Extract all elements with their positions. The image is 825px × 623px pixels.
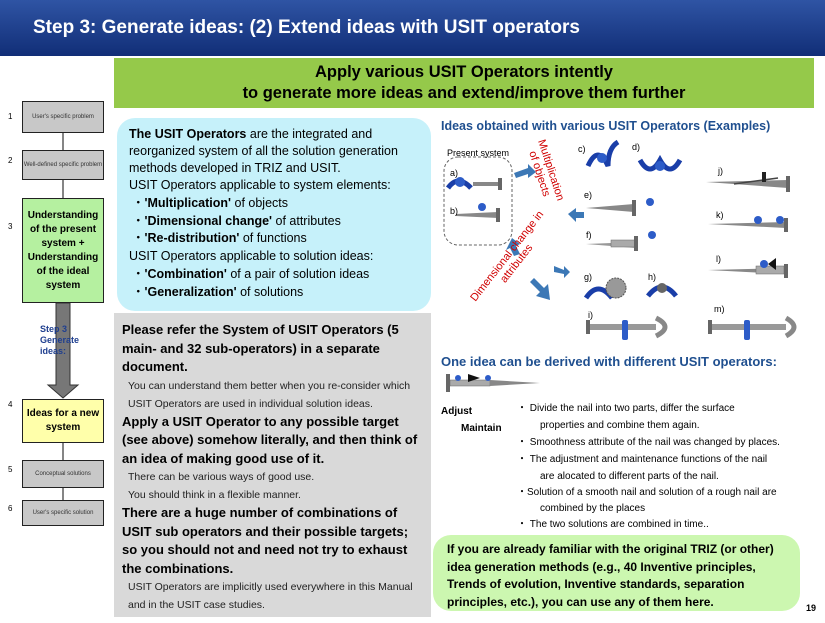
reference-s2a: There can be various ways of good use.: [128, 471, 315, 483]
banner: Apply various USIT Operators intently to…: [114, 58, 814, 108]
flow-step-2: Well-defined specific problem: [22, 150, 104, 180]
reference-p1: Please refer the System of USIT Operator…: [122, 322, 399, 374]
flow-step-3: Understanding of the present system + Un…: [22, 198, 104, 303]
label-j: j): [717, 166, 723, 176]
label-d: d): [632, 142, 640, 152]
bullet-line: properties and combine them again.: [540, 420, 700, 431]
operators-intro-rest: are the integrated and reorganized syste…: [129, 127, 398, 175]
bullet-line: combined by the places: [540, 503, 646, 514]
element-item: ・'Multiplication' of objects: [132, 195, 288, 210]
one-idea-title: One idea can be derived with different U…: [441, 354, 777, 369]
flow-num-4: 4: [8, 400, 13, 409]
present-system-label: Present system: [447, 148, 510, 158]
label-g: g): [584, 272, 592, 282]
flow-step-6: User's specific solution: [22, 500, 104, 526]
triz-note-box: If you are already familiar with the ori…: [433, 535, 800, 611]
bullet-line: ・ Divide the nail into two parts, differ…: [517, 403, 735, 414]
label-f: f): [586, 230, 592, 240]
flow-num-3: 3: [8, 222, 13, 231]
reference-s2b: You should think in a flexible manner.: [128, 489, 301, 501]
label-e: e): [584, 190, 592, 200]
banner-line-1: Apply various USIT Operators intently: [315, 63, 613, 81]
banner-line-2: to generate more ideas and extend/improv…: [242, 84, 686, 102]
flow-step-5: Conceptual solutions: [22, 460, 104, 488]
combined-nail-illustration: [446, 374, 540, 392]
reference-s1: You can understand them better when you …: [128, 379, 411, 410]
reference-box: Please refer the System of USIT Operator…: [114, 313, 431, 617]
reference-s3: USIT Operators are implicitly used every…: [128, 581, 413, 611]
bullet-line: ・ The adjustment and maintenance functio…: [517, 454, 768, 465]
label-h: h): [648, 272, 656, 282]
element-item: ・'Re-distribution' of functions: [132, 231, 307, 246]
page-number: 19: [806, 603, 817, 613]
flow-step-1: User's specific problem: [22, 101, 104, 133]
reference-p3: There are a huge number of combinations …: [122, 505, 409, 576]
solution-item: ・'Combination' of a pair of solution ide…: [132, 266, 370, 281]
bullet-line: ・Solution of a smooth nail and solution …: [517, 487, 777, 498]
ideas-diagram: a) b) c) d) e) f) g) h) i) j) k) l) m): [443, 139, 797, 340]
step3-label: Step 3 Generate ideas:: [40, 324, 80, 356]
flow-step-4: Ideas for a new system: [22, 399, 104, 443]
flow-num-5: 5: [8, 465, 13, 474]
flow-num-1: 1: [8, 112, 13, 121]
label-a: a): [450, 168, 458, 178]
bullet-line: ・ Smoothness attribute of the nail was c…: [517, 437, 780, 448]
operators-intro-bold: The USIT Operators: [129, 127, 247, 141]
bullet-line: ・ The two solutions are combined in time…: [517, 519, 709, 530]
reference-p2: Apply a USIT Operator to any possible ta…: [122, 413, 418, 466]
adjust-label: Adjust: [441, 406, 473, 417]
element-item: ・'Dimensional change' of attributes: [132, 213, 341, 228]
label-i: i): [588, 310, 593, 320]
flow-num-2: 2: [8, 156, 13, 165]
usit-operators-box: The USIT Operators are the integrated an…: [117, 118, 431, 311]
triz-note-text: If you are already familiar with the ori…: [447, 542, 774, 609]
elements-heading: USIT Operators applicable to system elem…: [129, 178, 391, 192]
maintain-label: Maintain: [461, 423, 502, 434]
label-b: b): [450, 206, 458, 216]
ideas-title: Ideas obtained with various USIT Operato…: [441, 119, 771, 133]
label-l: l): [716, 254, 721, 264]
bullet-line: are alocated to different parts of the n…: [540, 471, 719, 482]
solution-item: ・'Generalization' of solutions: [132, 284, 304, 299]
page-title: Step 3: Generate ideas: (2) Extend ideas…: [33, 17, 580, 38]
flow-num-6: 6: [8, 504, 13, 513]
solutions-heading: USIT Operators applicable to solution id…: [129, 249, 374, 264]
title-bar: Step 3: Generate ideas: (2) Extend ideas…: [0, 0, 825, 56]
label-c: c): [578, 144, 586, 154]
label-k: k): [716, 210, 724, 220]
flow-arrows: [46, 133, 80, 500]
label-m: m): [714, 304, 725, 314]
